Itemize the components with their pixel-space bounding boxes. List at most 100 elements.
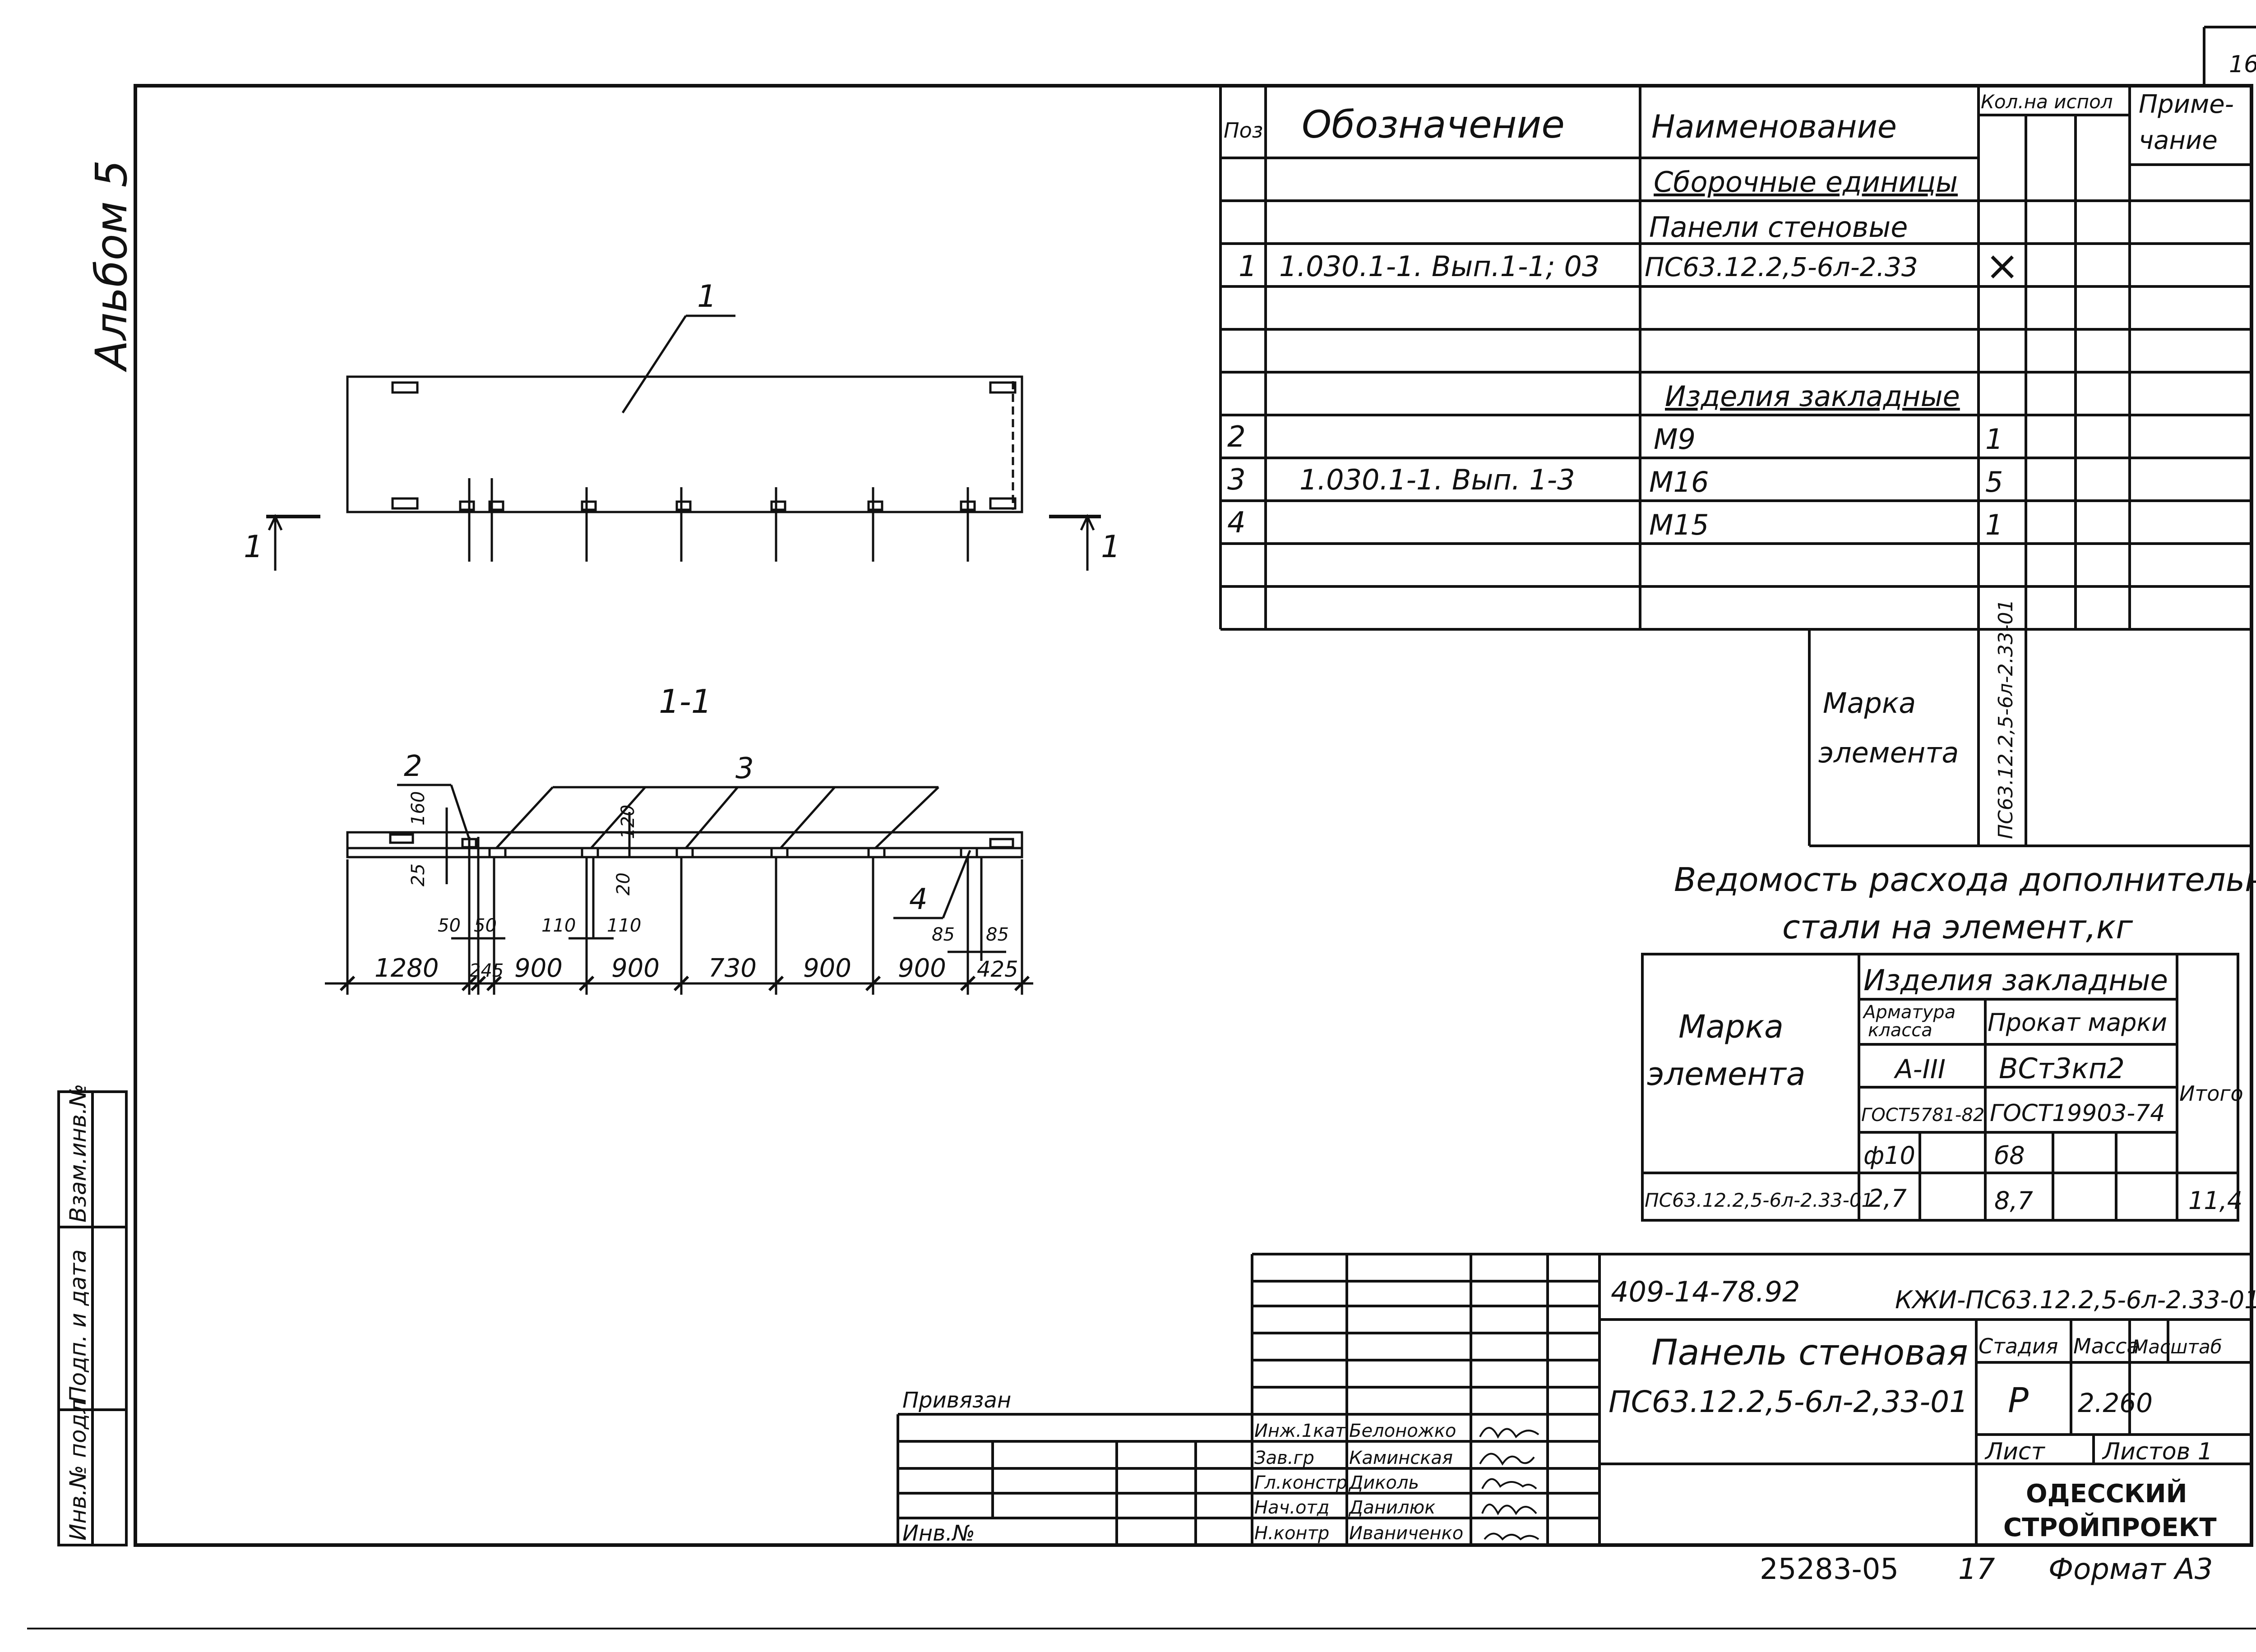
header-note: Приме-чание (2139, 90, 2234, 155)
section-view (325, 784, 1033, 995)
tb-doc-id: КЖИ-ПС63.12.2,5-6л-2.33-01 (1895, 1286, 2256, 1314)
spec-table (1219, 86, 2251, 847)
spec-pos: 2 (1227, 420, 1246, 454)
spec-designation: 1.030.1-1. Вып.1-1; 03 (1279, 250, 1600, 283)
staff-name: Белоножко (1349, 1421, 1456, 1441)
spec-name: Сборочные единицы (1654, 166, 1958, 198)
steel-row-col1: 2,7 (1868, 1184, 1907, 1213)
pos-label-2: 2 (404, 750, 422, 783)
steel-col2-gost: ГОСТ19903-74 (1990, 1100, 2165, 1127)
dim-900b: 900 (611, 954, 660, 983)
tb-name-1: Панель стеновая (1651, 1333, 1968, 1373)
dim-50a: 50 (438, 915, 461, 936)
dim-1280: 1280 (374, 954, 439, 983)
section-mark-left: 1 (244, 529, 263, 565)
mark-value-vertical: ПС63.12.2,5-6л-2.33-01 (1994, 600, 2017, 839)
spec-row-0: Сборочные единицы (1654, 166, 1958, 198)
tb-org-2: СТРОЙПРОЕКТ (2003, 1513, 2217, 1542)
spec-qty: × (1985, 242, 2019, 290)
staff-name: Данилюк (1348, 1497, 1435, 1518)
staff-name: Каминская (1349, 1448, 1453, 1468)
stamp-vzam-inv: Взам.инв.№ (65, 1084, 91, 1223)
section-mark-right: 1 (1101, 529, 1120, 565)
pos-label-4: 4 (909, 883, 928, 916)
tb-org-1: ОДЕССКИЙ (2026, 1479, 2187, 1509)
staff-role: Зав.гр (1254, 1448, 1314, 1468)
steel-table (1641, 953, 2239, 1222)
dim-900c: 900 (803, 954, 851, 983)
album-label: Альбом 5 (86, 160, 137, 373)
steel-title-2: стали на элемент,кг (1782, 908, 2133, 946)
tb-sheet-label: Лист (1984, 1438, 2045, 1465)
dim-50b: 50 (474, 915, 497, 936)
spec-name: М16 (1649, 466, 1709, 498)
staff-name: Диколь (1348, 1472, 1419, 1493)
header-pos: Поз (1224, 118, 1263, 143)
tb-scale-header: Масштаб (2132, 1336, 2222, 1358)
spec-pos: 4 (1227, 506, 1246, 540)
spec-row-8: 4 М15 1 (1227, 506, 2003, 541)
staff-rows: Инж.1кат Белоножко Зав.гр Каминская Гл.к… (1254, 1421, 1463, 1544)
tb-mass-header: Масса (2073, 1334, 2140, 1358)
dim-900d: 900 (898, 954, 946, 983)
steel-col1-gost: ГОСТ5781-82 (1861, 1105, 1984, 1126)
spec-qty: 1 (1985, 508, 2003, 541)
dim-110b: 110 (607, 915, 641, 936)
steel-col1-class: А-III (1893, 1054, 1946, 1084)
header-qty: Кол.на испол (1981, 91, 2113, 113)
dim-120: 120 (618, 805, 638, 839)
footer-format: Формат А3 (2048, 1553, 2213, 1586)
dim-425: 425 (977, 957, 1018, 982)
steel-total-header: Итого (2179, 1081, 2243, 1106)
spec-row-7: 3 1.030.1-1. Вып. 1-3 М16 5 (1227, 463, 2003, 498)
staff-name: Иваниченко (1349, 1523, 1463, 1544)
footer-page: 17 (1958, 1553, 1995, 1586)
steel-col1-dia: ф10 (1863, 1141, 1915, 1170)
tb-mass: 2.260 (2078, 1388, 2153, 1418)
spec-name: М15 (1649, 508, 1709, 541)
frame (27, 26, 2256, 1629)
spec-designation: 1.030.1-1. Вып. 1-3 (1299, 463, 1575, 496)
signatures (1479, 1427, 1539, 1541)
main-dimensions: 1280 245 900 900 730 900 900 425 (374, 954, 1018, 983)
tb-name-2: ПС63.12.2,5-6л-2,33-01 (1609, 1384, 1968, 1419)
left-stamp (57, 1090, 128, 1546)
tb-privyazan: Привязан (902, 1388, 1011, 1413)
steel-col2-dia: б8 (1994, 1141, 2025, 1170)
spec-name: ПС63.12.2,5-6л-2.33 (1645, 252, 1918, 282)
tb-inv-no: Инв.№ (902, 1521, 975, 1546)
spec-pos: 1 (1239, 250, 1257, 283)
spec-qty: 5 (1985, 466, 2003, 498)
spec-row-5: Изделия закладные (1665, 380, 1960, 413)
pos-label-1: 1 (697, 279, 717, 314)
stamp-podp-data: Подп. и дата (65, 1249, 91, 1403)
steel-row-total: 11,4 (2188, 1186, 2242, 1215)
steel-title-1: Ведомость расхода дополнительной (1674, 861, 2256, 899)
footer-number: 25283-05 (1760, 1553, 1899, 1586)
tb-sheets-label: Листов 1 (2102, 1438, 2213, 1465)
dim-25: 25 (408, 863, 429, 886)
tb-stage: Р (2008, 1380, 2029, 1420)
pos-label-3: 3 (735, 752, 754, 785)
tb-stage-header: Стадия (1979, 1334, 2058, 1358)
sheet-number: 16 (2229, 51, 2256, 78)
spec-name: Панели стеновые (1649, 211, 1908, 244)
dim-20: 20 (613, 872, 634, 895)
dim-110a: 110 (541, 915, 576, 936)
spec-row-6: 2 М9 1 (1227, 420, 2003, 456)
staff-role: Н.контр (1254, 1523, 1329, 1544)
tb-doc-code: 409-14-78.92 (1611, 1275, 1800, 1308)
panel-elevation (266, 314, 1101, 571)
spec-row-2: 1 1.030.1-1. Вып.1-1; 03 ПС63.12.2,5-6л-… (1239, 242, 2019, 290)
dim-85a: 85 (932, 924, 955, 945)
steel-col2-class: ВСт3кп2 (1999, 1052, 2125, 1085)
staff-role: Инж.1кат (1254, 1421, 1346, 1441)
header-designation: Обозначение (1302, 102, 1565, 147)
title-block (897, 1253, 2251, 1545)
spec-name: М9 (1654, 423, 1696, 456)
stamp-inv-podl: Инв.№ подл (65, 1399, 91, 1541)
steel-group-header: Изделия закладные (1863, 964, 2168, 997)
spec-row-1: Панели стеновые (1649, 211, 1908, 244)
